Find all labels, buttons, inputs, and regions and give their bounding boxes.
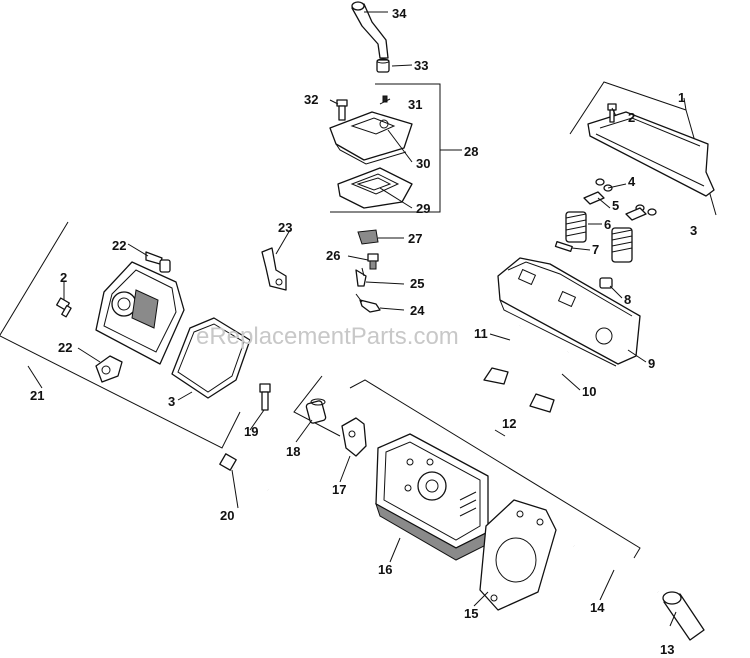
breather-plate-29 (337, 167, 413, 209)
callout-24: 24 (410, 303, 425, 318)
valve-cover-1 (587, 111, 715, 197)
valve-cover-21 (95, 261, 185, 365)
screw-19 (259, 383, 271, 411)
clip-24 (355, 293, 381, 313)
group-frame-21 (0, 221, 241, 449)
valve-spring-6b (611, 227, 633, 263)
callout-12: 12 (502, 416, 516, 431)
callout-9: 9 (648, 356, 655, 371)
group-frame-12 (293, 375, 641, 559)
callout-31: 31 (408, 97, 422, 112)
callout-15: 15 (464, 606, 478, 621)
screw-2-left (56, 297, 72, 318)
callout-21: 21 (30, 388, 44, 403)
callout-23: 23 (278, 220, 292, 235)
pin-25 (355, 267, 367, 287)
callout-29: 29 (416, 201, 430, 216)
callout-3-right: 3 (690, 223, 697, 238)
leader-lines (63, 11, 677, 627)
valve-11 (483, 325, 522, 385)
callout-3-left: 3 (168, 394, 175, 409)
callout-13: 13 (660, 642, 674, 657)
screw-26 (367, 253, 379, 270)
callout-11: 11 (474, 326, 488, 341)
watermark-text: eReplacementParts.com (196, 323, 459, 350)
callout-26: 26 (326, 248, 340, 263)
screw-2-right (607, 103, 617, 123)
breather-cover-30 (329, 111, 413, 165)
fitting-22-upper (145, 251, 171, 273)
callout-labels: 1 2 3 4 5 6 7 8 9 10 11 12 13 14 15 16 1… (30, 6, 697, 657)
tappet-13 (662, 591, 705, 641)
valve-spring-6a (565, 211, 587, 243)
bushing-18 (305, 398, 327, 424)
push-rod-14 (573, 545, 659, 593)
gasket-3 (171, 317, 251, 399)
callout-34: 34 (392, 6, 407, 21)
callout-5: 5 (612, 198, 619, 213)
breather-tube-34 (351, 1, 389, 59)
callout-22-upper: 22 (112, 238, 126, 253)
callout-20: 20 (220, 508, 234, 523)
lever-27 (357, 229, 379, 245)
callout-10: 10 (582, 384, 596, 399)
bolt-20 (219, 453, 270, 492)
screw-32 (336, 99, 348, 121)
callout-25: 25 (410, 276, 424, 291)
callout-22-lower: 22 (58, 340, 72, 355)
callout-30: 30 (416, 156, 430, 171)
callout-2-left: 2 (60, 270, 67, 285)
group-frame-28 (330, 83, 462, 213)
retainers-5 (583, 191, 647, 221)
callout-2-right: 2 (628, 110, 635, 125)
callout-14: 14 (590, 600, 605, 615)
seal-7 (554, 240, 573, 252)
callout-27: 27 (408, 231, 422, 246)
callout-7: 7 (592, 242, 599, 257)
callout-33: 33 (414, 58, 428, 73)
callout-32: 32 (304, 92, 318, 107)
grommet-33 (376, 58, 390, 73)
callout-4: 4 (628, 174, 636, 189)
callout-18: 18 (286, 444, 300, 459)
callout-1: 1 (678, 90, 685, 105)
callout-8: 8 (624, 292, 631, 307)
rocker-housing-9 (497, 257, 641, 367)
valve-10 (529, 351, 570, 413)
bracket-23 (261, 247, 287, 291)
stem-seal-8 (599, 277, 613, 289)
cylinder-head-16 (375, 433, 489, 561)
head-gasket-15 (479, 499, 557, 611)
callout-28: 28 (464, 144, 478, 159)
callout-6: 6 (604, 217, 611, 232)
callout-16: 16 (378, 562, 392, 577)
rocker-arm-17 (341, 417, 367, 457)
fitting-22-lower (95, 355, 123, 383)
callout-19: 19 (244, 424, 258, 439)
callout-17: 17 (332, 482, 346, 497)
